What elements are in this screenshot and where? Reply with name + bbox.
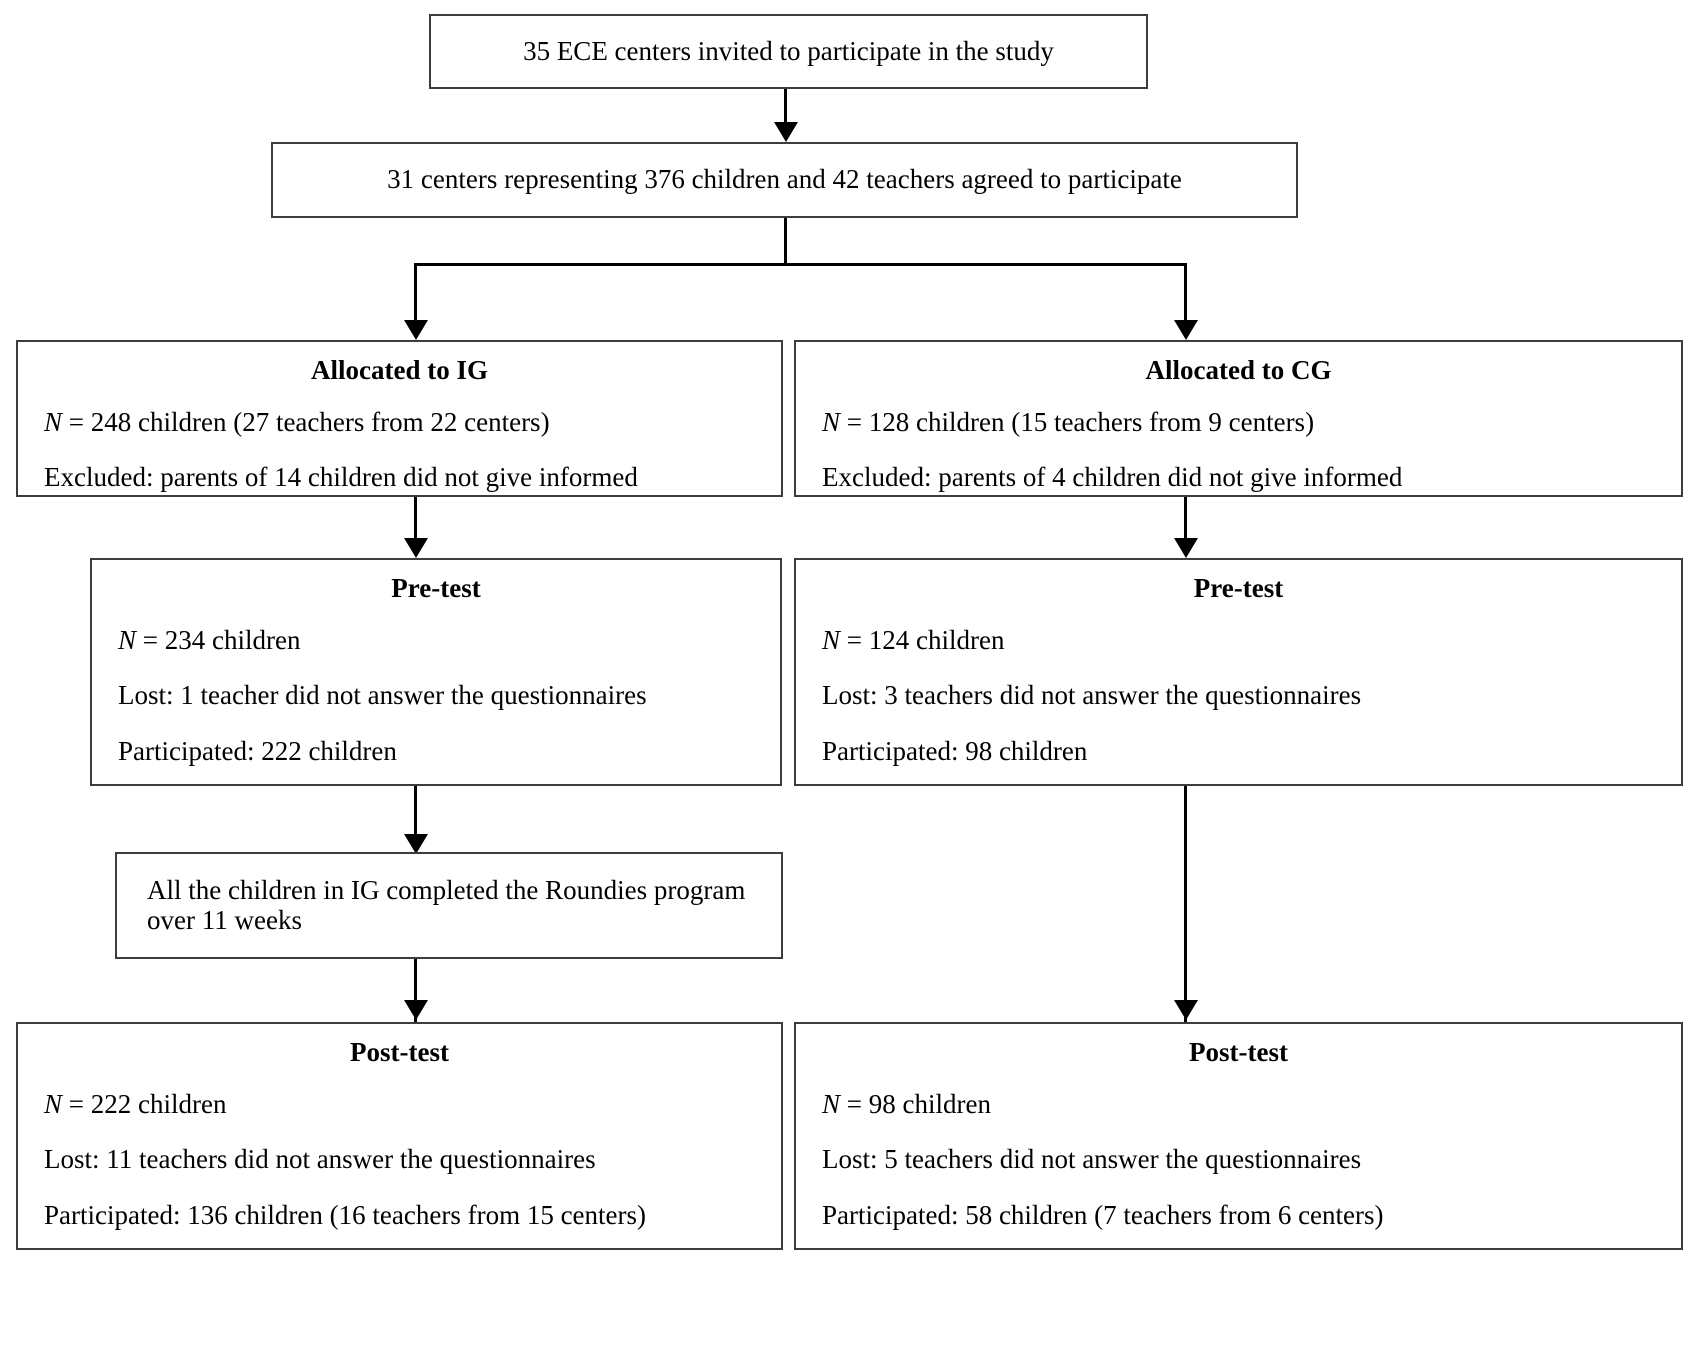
connector-agreed-to-cg bbox=[1184, 263, 1187, 325]
connector-agreed-stem bbox=[784, 218, 787, 266]
n-symbol: N bbox=[822, 624, 841, 655]
node-allocated-cg-title: Allocated to CG bbox=[1145, 355, 1332, 385]
node-pretest-cg-participated: Participated: 98 children bbox=[822, 736, 1088, 767]
n-value: = 98 children bbox=[840, 1088, 991, 1119]
connector-cg-pretest-to-posttest bbox=[1184, 786, 1187, 1022]
node-posttest-cg: Post-test N = 98 children Lost: 5 teache… bbox=[794, 1022, 1683, 1250]
n-value: = 222 children bbox=[62, 1088, 227, 1119]
node-agreed: 31 centers representing 376 children and… bbox=[271, 142, 1298, 218]
n-value: = 234 children bbox=[136, 624, 301, 655]
node-allocated-ig: Allocated to IG N = 248 children (27 tea… bbox=[16, 340, 783, 497]
arrowhead-agreed-to-cg bbox=[1174, 320, 1198, 340]
node-intervention: All the children in IG completed the Rou… bbox=[115, 852, 783, 959]
n-symbol: N bbox=[44, 406, 63, 437]
node-posttest-ig-lost: Lost: 11 teachers did not answer the que… bbox=[44, 1144, 596, 1175]
n-value: = 124 children bbox=[840, 624, 1005, 655]
node-posttest-ig: Post-test N = 222 children Lost: 11 teac… bbox=[16, 1022, 783, 1250]
node-posttest-ig-n: N = 222 children bbox=[44, 1088, 781, 1120]
n-symbol: N bbox=[118, 624, 137, 655]
arrowhead-invited-to-agreed bbox=[774, 122, 798, 142]
connector-cg-alloc-to-pretest bbox=[1184, 497, 1187, 545]
n-value: = 248 children (27 teachers from 22 cent… bbox=[62, 406, 550, 437]
node-allocated-cg: Allocated to CG N = 128 children (15 tea… bbox=[794, 340, 1683, 497]
n-value: = 128 children (15 teachers from 9 cente… bbox=[840, 406, 1315, 437]
node-pretest-ig-lost: Lost: 1 teacher did not answer the quest… bbox=[118, 680, 647, 711]
arrowhead-cg-pretest-to-posttest bbox=[1174, 1000, 1198, 1020]
node-invited-text: 35 ECE centers invited to participate in… bbox=[523, 35, 1054, 66]
arrowhead-intervention-to-posttest bbox=[404, 1000, 428, 1020]
node-allocated-ig-n: N = 248 children (27 teachers from 22 ce… bbox=[44, 406, 781, 438]
node-invited: 35 ECE centers invited to participate in… bbox=[429, 14, 1148, 89]
node-pretest-ig-participated: Participated: 222 children bbox=[118, 736, 397, 767]
connector-agreed-to-ig bbox=[414, 263, 417, 325]
node-posttest-cg-lost: Lost: 5 teachers did not answer the ques… bbox=[822, 1144, 1362, 1175]
node-posttest-ig-title: Post-test bbox=[350, 1037, 449, 1067]
arrowhead-agreed-to-ig bbox=[404, 320, 428, 340]
node-posttest-ig-participated: Participated: 136 children (16 teachers … bbox=[44, 1200, 647, 1231]
arrowhead-ig-pretest-to-intervention bbox=[404, 834, 428, 854]
node-pretest-ig-n: N = 234 children bbox=[118, 624, 780, 656]
connector-invited-to-agreed bbox=[784, 89, 787, 127]
n-symbol: N bbox=[822, 406, 841, 437]
node-allocated-cg-excluded: Excluded: parents of 4 children did not … bbox=[822, 462, 1403, 493]
node-posttest-cg-n: N = 98 children bbox=[822, 1088, 1681, 1120]
node-pretest-cg-title: Pre-test bbox=[1193, 573, 1284, 603]
node-pretest-cg-n: N = 124 children bbox=[822, 624, 1681, 656]
node-pretest-cg: Pre-test N = 124 children Lost: 3 teache… bbox=[794, 558, 1683, 786]
n-symbol: N bbox=[822, 1088, 841, 1119]
node-pretest-ig-title: Pre-test bbox=[391, 573, 481, 603]
arrowhead-ig-alloc-to-pretest bbox=[404, 538, 428, 558]
node-intervention-text: All the children in IG completed the Rou… bbox=[147, 875, 746, 935]
node-posttest-cg-participated: Participated: 58 children (7 teachers fr… bbox=[822, 1200, 1384, 1231]
node-posttest-cg-title: Post-test bbox=[1189, 1037, 1288, 1067]
arrowhead-cg-alloc-to-pretest bbox=[1174, 538, 1198, 558]
node-allocated-ig-title: Allocated to IG bbox=[311, 355, 488, 385]
node-agreed-text: 31 centers representing 376 children and… bbox=[387, 164, 1182, 195]
n-symbol: N bbox=[44, 1088, 63, 1119]
connector-ig-pretest-to-intervention bbox=[414, 786, 417, 841]
node-allocated-cg-n: N = 128 children (15 teachers from 9 cen… bbox=[822, 406, 1681, 438]
connector-intervention-to-posttest bbox=[414, 959, 417, 1022]
connector-agreed-crossbar bbox=[414, 263, 1187, 266]
connector-ig-alloc-to-pretest bbox=[414, 497, 417, 545]
node-allocated-ig-excluded: Excluded: parents of 14 children did not… bbox=[44, 462, 638, 493]
node-pretest-ig: Pre-test N = 234 children Lost: 1 teache… bbox=[90, 558, 782, 786]
node-pretest-cg-lost: Lost: 3 teachers did not answer the ques… bbox=[822, 680, 1362, 711]
